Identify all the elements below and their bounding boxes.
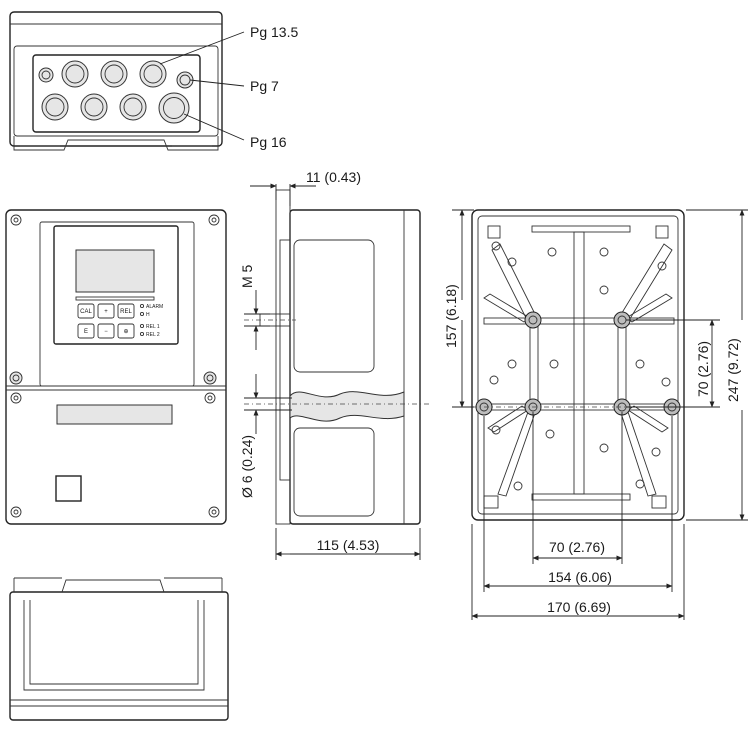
led-rel1-label: REL 1 <box>146 324 160 330</box>
key-e-label: E <box>84 329 88 335</box>
display-window <box>75 249 155 293</box>
side-housing <box>289 209 421 525</box>
led-alarm-label: ALARM <box>146 304 163 310</box>
key-enter[interactable]: ⊕ <box>117 323 135 339</box>
key-rel-label: REL <box>120 309 132 315</box>
gland-pg16 <box>158 92 190 124</box>
dim-m5: M 5 <box>239 264 255 288</box>
bottom-housing <box>9 591 229 721</box>
dim-70-horizontal: 70 (2.76) <box>549 539 605 555</box>
key-plus[interactable]: + <box>97 303 115 319</box>
gland-pg13-5-4 <box>41 93 69 121</box>
key-plus-label: + <box>104 309 108 315</box>
leader-pg16 <box>183 113 245 141</box>
rear-housing <box>471 209 685 521</box>
leader-pg7 <box>189 79 245 87</box>
side-view: 11 (0.43) M 5 Ø 6 (0.24) 115 (4.53) <box>239 169 432 560</box>
key-cal[interactable]: CAL <box>77 303 95 319</box>
gland-pg13-5-2 <box>100 60 128 88</box>
key-minus-label: − <box>104 329 108 335</box>
dim-hole-diameter: Ø 6 (0.24) <box>239 435 255 498</box>
label-pg16: Pg 16 <box>250 134 287 150</box>
gland-pg13-5-6 <box>119 93 147 121</box>
front-screws <box>9 214 220 518</box>
dim-170: 170 (6.69) <box>547 599 611 615</box>
key-rel[interactable]: REL <box>117 303 135 319</box>
dim-247: 247 (9.72) <box>725 338 741 402</box>
gland-pg13-5-1 <box>61 60 89 88</box>
label-pg7: Pg 7 <box>250 78 279 94</box>
label-pg13-5: Pg 13.5 <box>250 24 298 40</box>
led-rel2-label: REL 2 <box>146 332 160 338</box>
small-holes <box>489 241 671 491</box>
dim-70-vertical: 70 (2.76) <box>695 341 711 397</box>
dim-11: 11 (0.43) <box>306 169 361 185</box>
dim-115: 115 (4.53) <box>317 537 380 553</box>
gland-pg13-5-3 <box>139 60 167 88</box>
dim-154: 154 (6.06) <box>548 569 612 585</box>
dim-157: 157 (6.18) <box>443 284 459 348</box>
front-view: CAL + REL E − ⊕ ALARM H REL 1 REL 2 <box>5 209 227 525</box>
label-slot <box>56 404 173 425</box>
top-view: Pg 13.5 Pg 7 Pg 16 <box>9 11 298 151</box>
bottom-view <box>9 577 229 721</box>
key-enter-label: ⊕ <box>123 329 128 335</box>
led-hold-label: H <box>146 312 150 318</box>
key-cal-label: CAL <box>80 309 92 315</box>
rear-view: 157 (6.18) 70 (2.76) 247 (9.72) 70 (2.76… <box>443 209 748 620</box>
gland-pg7-left <box>38 67 54 83</box>
leader-pg13-5 <box>159 31 245 65</box>
key-minus[interactable]: − <box>97 323 115 339</box>
gland-pg13-5-5 <box>80 93 108 121</box>
terminal-cover <box>55 475 82 502</box>
key-e[interactable]: E <box>77 323 95 339</box>
status-leds: ALARM H REL 1 REL 2 <box>139 303 163 338</box>
